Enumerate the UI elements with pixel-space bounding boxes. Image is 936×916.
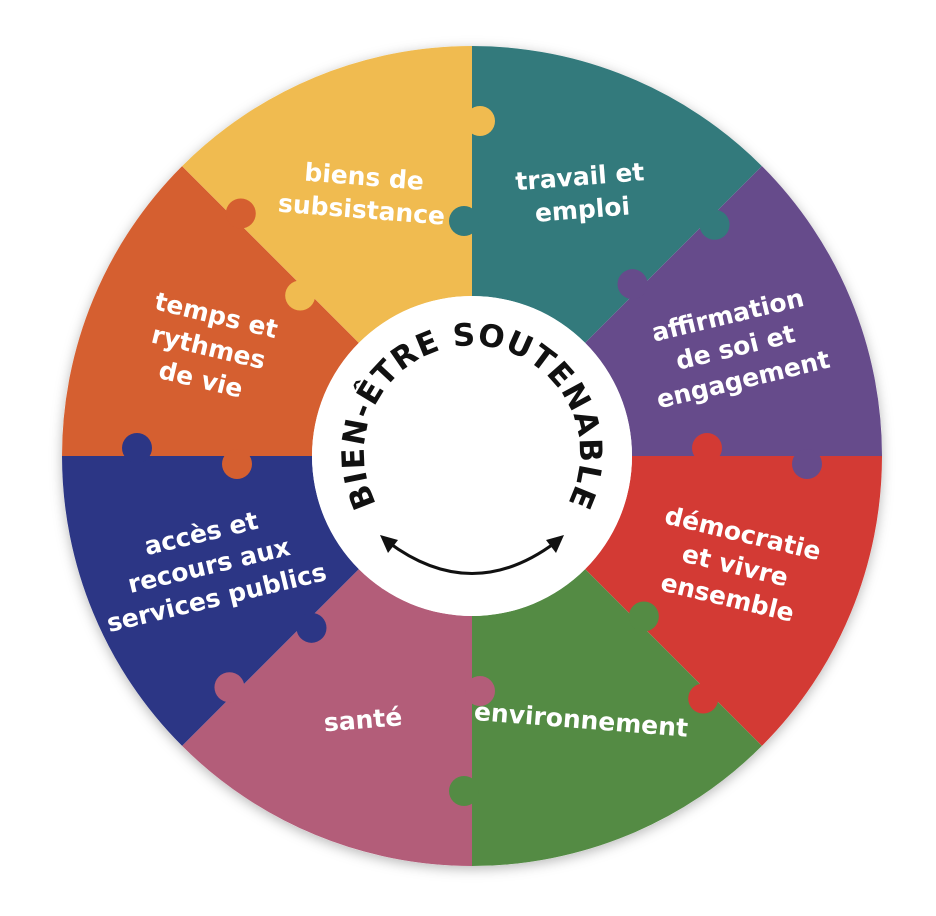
puzzle-knob bbox=[222, 449, 252, 479]
puzzle-knob bbox=[688, 683, 719, 714]
puzzle-knob bbox=[122, 433, 152, 463]
puzzle-knob bbox=[449, 776, 479, 806]
segment-biens bbox=[182, 46, 472, 343]
puzzle-knob bbox=[692, 433, 722, 463]
segment-services bbox=[62, 456, 359, 746]
puzzle-knob bbox=[225, 198, 256, 229]
center-hub bbox=[312, 296, 632, 616]
puzzle-knob bbox=[628, 601, 659, 632]
puzzle-knob bbox=[449, 206, 479, 236]
segment-travail bbox=[472, 46, 762, 343]
segment-democratie bbox=[585, 456, 882, 746]
puzzle-knob bbox=[792, 449, 822, 479]
puzzle-knob bbox=[285, 280, 316, 311]
double-headed-curved-arrow-icon bbox=[380, 535, 564, 575]
puzzle-knob bbox=[465, 106, 495, 136]
puzzle-knob bbox=[617, 269, 648, 300]
segment-temps bbox=[62, 166, 359, 456]
puzzle-knob bbox=[465, 676, 495, 706]
puzzle-knob bbox=[699, 209, 730, 240]
puzzle-knob bbox=[296, 612, 327, 643]
segment-environnement bbox=[472, 569, 762, 866]
segment-sante bbox=[182, 569, 472, 866]
segment-label-line: santé bbox=[323, 702, 404, 737]
segment-affirmation bbox=[585, 166, 882, 456]
segment-label-sante: santé bbox=[323, 702, 404, 737]
puzzle-knob bbox=[214, 672, 245, 703]
